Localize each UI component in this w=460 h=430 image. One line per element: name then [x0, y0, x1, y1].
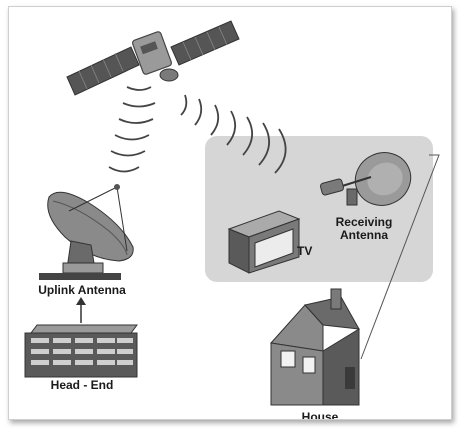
uplink-dish-icon — [39, 184, 134, 280]
tv-label: TV — [297, 244, 313, 258]
diagram-canvas — [24, 20, 440, 406]
uplink-signal-waves — [108, 86, 156, 173]
diagram-frame: Uplink Antenna Head - End TV Receiving A… — [8, 6, 452, 420]
receiving-dish-icon — [319, 152, 412, 206]
receiving-antenna-label: Receiving Antenna — [335, 215, 393, 242]
house-icon — [270, 288, 360, 406]
tv-icon — [227, 210, 301, 274]
uplink-arrow — [76, 297, 86, 323]
connector-line — [360, 154, 440, 360]
house-label: House — [301, 411, 339, 419]
satellite-icon — [66, 20, 240, 96]
uplink-antenna-label: Uplink Antenna — [38, 283, 126, 297]
downlink-signal-waves — [180, 94, 287, 174]
head-end-building-icon — [24, 324, 138, 378]
head-end-label: Head - End — [50, 378, 114, 392]
